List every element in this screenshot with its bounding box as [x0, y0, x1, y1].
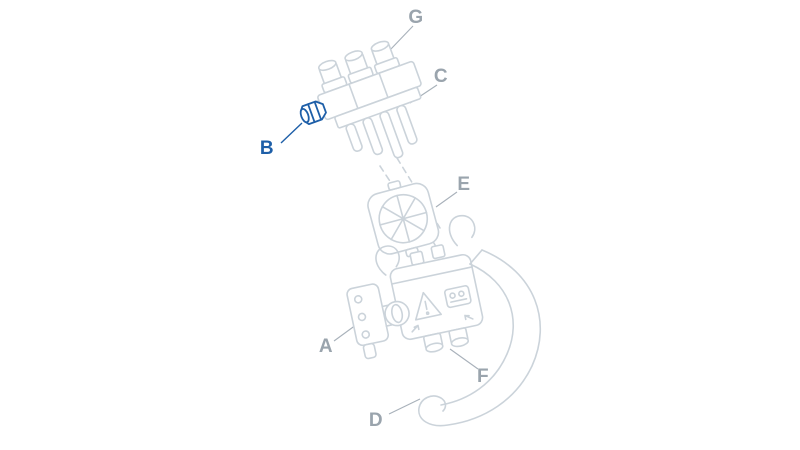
bottom-fittings [422, 327, 470, 353]
left-claw-hook [375, 245, 400, 276]
leader-line-g [389, 25, 414, 51]
leader-line-d [388, 398, 421, 415]
warning-triangle-icon [414, 291, 442, 321]
part-label-f[interactable]: F [476, 366, 490, 387]
arrow-icons [411, 314, 474, 333]
mounting-bracket [346, 283, 410, 360]
instruction-icon [443, 285, 472, 309]
part-label-a[interactable]: A [318, 336, 334, 357]
leader-line-e [435, 191, 458, 208]
valve-body [346, 214, 484, 360]
pin-fittings [345, 104, 418, 159]
part-label-g[interactable]: G [408, 7, 424, 28]
leader-line-f [449, 348, 479, 370]
manifold-flange [334, 86, 422, 129]
part-label-b[interactable]: B [259, 138, 275, 159]
part-label-e[interactable]: E [457, 174, 471, 195]
manifold-assembly [307, 40, 422, 159]
leader-line-b [280, 122, 303, 144]
top-port-right [430, 244, 446, 260]
part-label-d[interactable]: D [368, 410, 384, 431]
leader-lines [333, 25, 479, 415]
right-claw-hook [448, 214, 476, 247]
highlighted-nut-part-b[interactable] [298, 99, 328, 126]
lever-handle [418, 249, 541, 427]
part-label-c[interactable]: C [433, 66, 449, 87]
diaphragm-plate [367, 180, 440, 258]
